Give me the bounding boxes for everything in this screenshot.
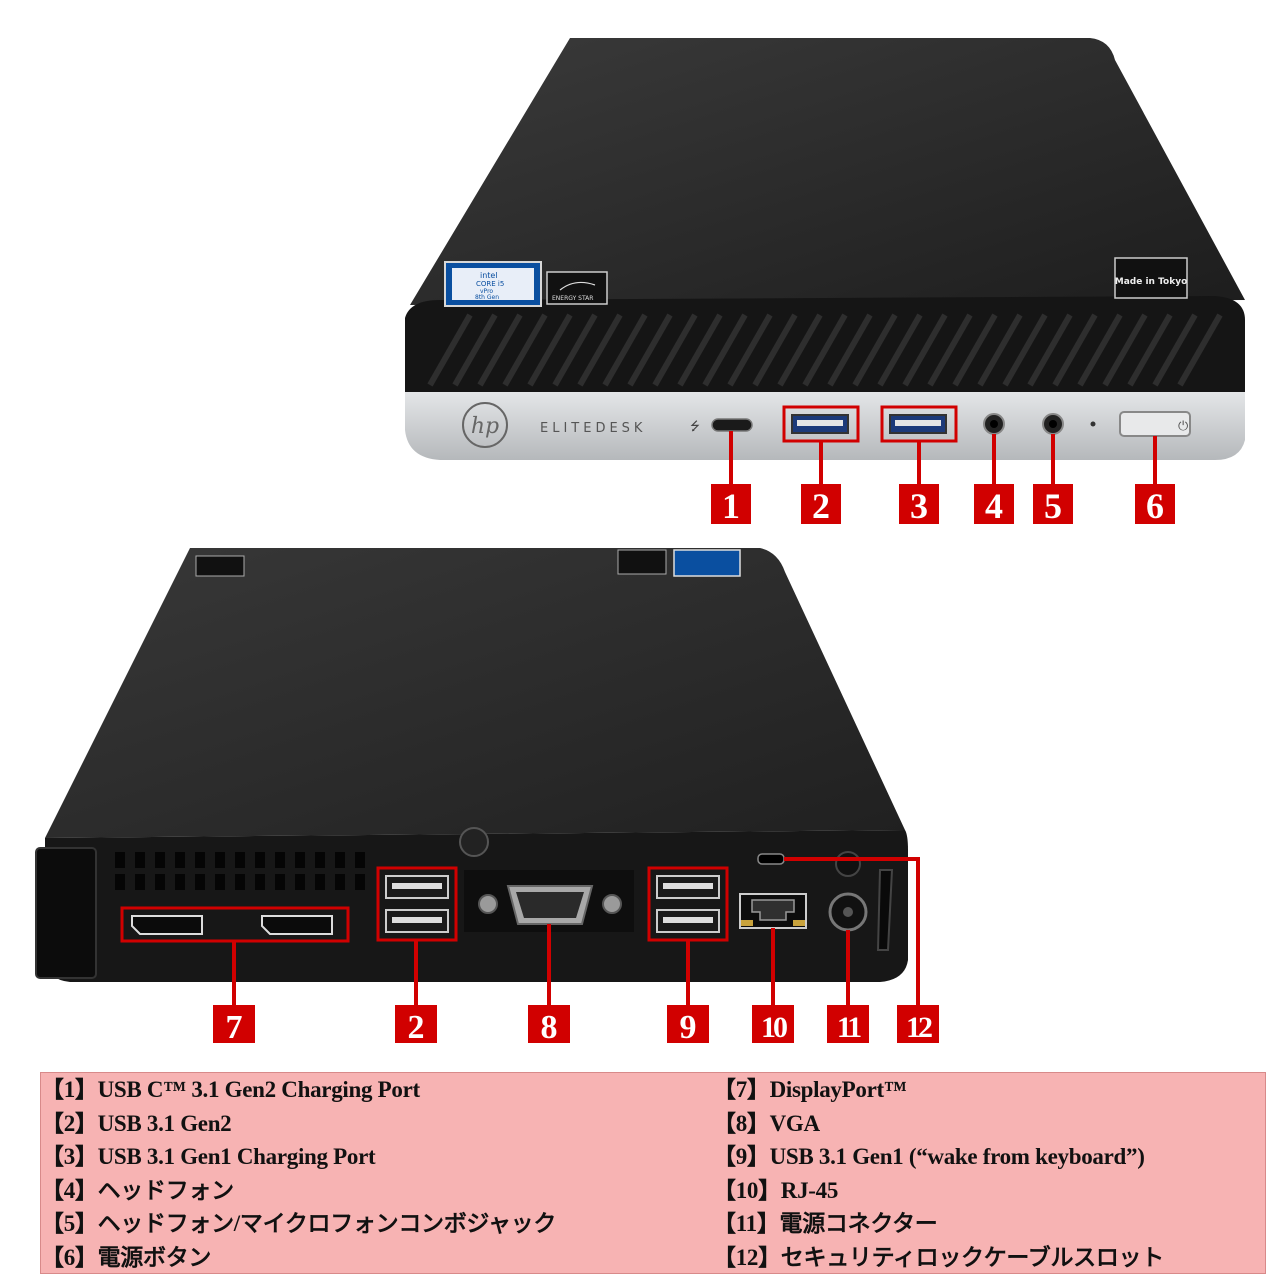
legend-item-3: 【3】USB 3.1 Gen1 Charging Port	[41, 1144, 376, 1169]
legend-item-10: 【10】RJ-45	[713, 1177, 839, 1203]
front-callouts: 1 2 3 4 5 6	[711, 484, 1175, 526]
back-callouts: 7 2 8 9 10 11	[213, 1005, 939, 1046]
legend-item-12: 【12】セキュリティロックケーブルスロット	[713, 1244, 1164, 1270]
intel-badge: intel CORE i5 vPro 8th Gen	[444, 261, 542, 307]
rear-vents	[115, 852, 365, 890]
svg-text:12: 12	[906, 1011, 932, 1044]
front-leader-lines	[729, 431, 1157, 484]
callout-9: 9	[667, 1005, 709, 1046]
svg-text:Made in Tokyo: Made in Tokyo	[1115, 277, 1188, 287]
power-button: ⏻	[1119, 411, 1191, 437]
callout-3: 3	[899, 484, 939, 526]
legend-item-1: 【1】USB C™ 3.1 Gen2 Charging Port	[41, 1077, 420, 1102]
callout-5: 5	[1033, 484, 1073, 526]
back-energy-badge	[617, 549, 667, 575]
svg-text:7: 7	[226, 1009, 243, 1046]
callout-7: 7	[213, 1005, 255, 1046]
front-unit: hp ELITEDESK ⭍	[405, 38, 1245, 526]
energy-star-badge: ENERGY STAR	[546, 271, 608, 305]
callout-4: 4	[974, 484, 1014, 526]
port-legend: 【1】USB C™ 3.1 Gen2 Charging Port 【2】USB …	[40, 1072, 1266, 1274]
back-tokyo-badge	[195, 555, 245, 577]
legend-item-8: 【8】VGA	[713, 1110, 820, 1136]
callout-8: 8	[528, 1005, 570, 1046]
callout-6: 6	[1135, 484, 1175, 526]
svg-text:⭍: ⭍	[690, 419, 700, 433]
svg-text:11: 11	[837, 1011, 861, 1044]
svg-text:2: 2	[812, 486, 830, 526]
svg-text:CORE i5: CORE i5	[476, 280, 504, 288]
headphone-jack	[983, 413, 1005, 435]
svg-text:5: 5	[1044, 486, 1062, 526]
svg-text:8th Gen: 8th Gen	[475, 294, 499, 301]
svg-text:10: 10	[761, 1011, 787, 1044]
usb-a-port-front-2	[880, 405, 958, 443]
callout-10: 10	[752, 1005, 794, 1044]
rear-latch	[35, 847, 97, 979]
front-vent-slots	[427, 313, 1223, 387]
legend-item-11: 【11】電源コネクター	[713, 1211, 938, 1236]
displayport-ports	[120, 906, 350, 943]
status-led	[1090, 421, 1096, 427]
back-top-cover	[45, 548, 905, 838]
legend-item-4: 【4】ヘッドフォン	[41, 1177, 234, 1203]
callout-12: 12	[897, 1005, 939, 1044]
svg-text:3: 3	[910, 486, 928, 526]
usb-a-ports-rear-9	[647, 866, 729, 942]
legend-item-7: 【7】DisplayPort™	[713, 1077, 907, 1102]
legend-right-column: 【7】DisplayPort™ 【8】VGA 【9】USB 3.1 Gen1 (…	[713, 1073, 1164, 1274]
elitedesk-brand-text: ELITEDESK	[540, 421, 646, 436]
callout-1: 1	[711, 484, 751, 526]
back-leader-lines	[232, 857, 920, 1005]
svg-text:6: 6	[1146, 486, 1164, 526]
front-top-cover	[410, 38, 1245, 305]
svg-text:9: 9	[680, 1009, 697, 1046]
made-in-tokyo-badge: Made in Tokyo	[1114, 257, 1188, 299]
thumbscrew	[459, 827, 489, 857]
svg-text:4: 4	[985, 486, 1003, 526]
svg-text:1: 1	[722, 486, 740, 526]
svg-text:intel: intel	[480, 271, 498, 280]
svg-text:8: 8	[541, 1009, 558, 1046]
callout-2-back: 2	[395, 1005, 437, 1046]
svg-text:vPro: vPro	[480, 288, 493, 295]
legend-left-column: 【1】USB C™ 3.1 Gen2 Charging Port 【2】USB …	[41, 1073, 556, 1274]
svg-text:⏻: ⏻	[1178, 419, 1188, 434]
callout-2-front: 2	[801, 484, 841, 526]
usb-c-port: ⭍	[690, 418, 753, 433]
legend-item-2: 【2】USB 3.1 Gen2	[41, 1110, 232, 1136]
vga-port	[459, 827, 634, 932]
svg-text:ENERGY STAR: ENERGY STAR	[552, 295, 593, 302]
back-unit: 7 2 8 9 10 11	[35, 548, 939, 1046]
back-intel-badge	[673, 549, 741, 577]
security-lock-slot	[757, 853, 894, 951]
legend-item-5: 【5】ヘッドフォン/マイクロフォンコンボジャック	[41, 1211, 557, 1236]
hp-logo: hp	[462, 402, 508, 448]
rj45-port	[739, 893, 807, 929]
svg-text:2: 2	[408, 1009, 425, 1046]
callout-11: 11	[827, 1005, 869, 1044]
legend-item-6: 【6】電源ボタン	[41, 1244, 212, 1270]
svg-text:hp: hp	[471, 414, 499, 439]
combo-audio-jack	[1042, 413, 1064, 435]
legend-item-9: 【9】USB 3.1 Gen1 (“wake from keyboard”)	[713, 1144, 1145, 1169]
